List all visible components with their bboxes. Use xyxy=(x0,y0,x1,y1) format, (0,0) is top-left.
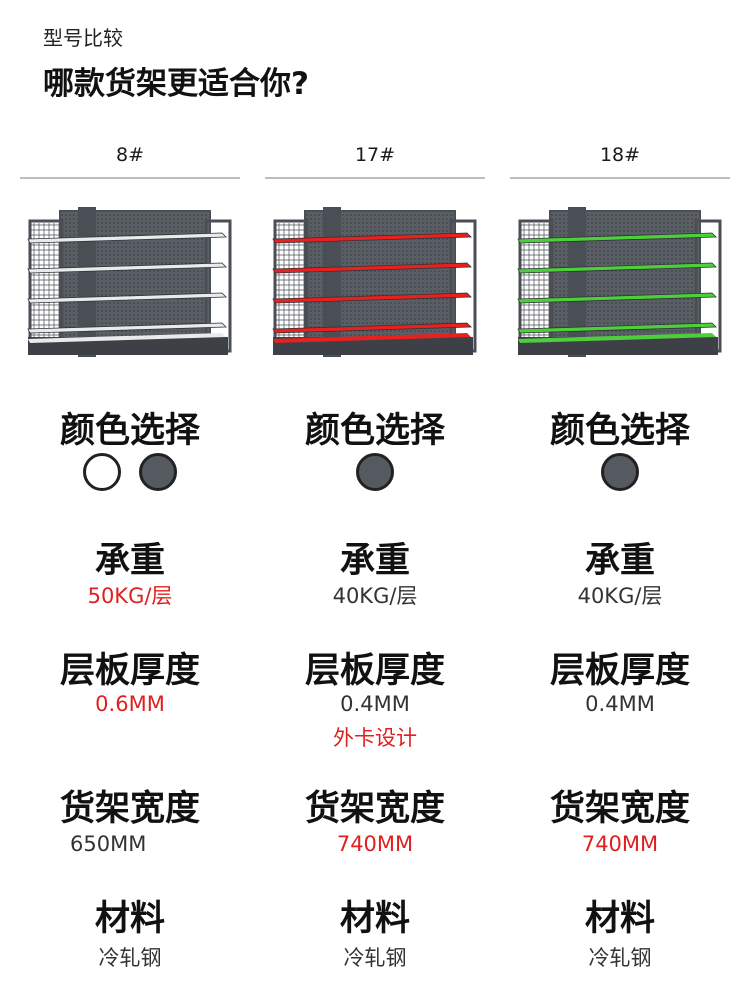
load-label: 承重 xyxy=(339,541,410,581)
color-swatches xyxy=(20,453,240,497)
thickness-value: 0.6MM xyxy=(95,692,165,716)
page-title: 哪款货架更适合你? xyxy=(43,66,309,102)
model-column-8: 8# 颜色选择 承重 50KG/层 层板厚度 0.6MM 货架宽度 650MM … xyxy=(20,140,240,970)
material-value: 冷轧钢 xyxy=(98,946,162,970)
color-swatches xyxy=(510,453,730,497)
shelf-image xyxy=(510,201,730,371)
shelf-image xyxy=(265,201,485,371)
width-value: 650MM xyxy=(70,832,147,856)
color-swatch[interactable] xyxy=(601,453,639,491)
model-column-18: 18# 颜色选择 承重 40KG/层 层板厚度 0.4MM 货架宽度 740MM… xyxy=(510,140,730,970)
color-swatch[interactable] xyxy=(83,453,121,491)
shelf-image xyxy=(20,201,240,371)
color-label: 颜色选择 xyxy=(304,411,445,451)
material-value: 冷轧钢 xyxy=(343,946,407,970)
page-subtitle: 型号比较 xyxy=(43,26,123,50)
divider xyxy=(265,177,485,179)
model-column-17: 17# 颜色选择 承重 40KG/层 层板厚度 0.4MM 外卡设计 货架宽度 … xyxy=(265,140,485,970)
model-name: 18# xyxy=(599,144,641,166)
material-label: 材料 xyxy=(94,899,165,939)
color-swatches xyxy=(265,453,485,497)
load-label: 承重 xyxy=(94,541,165,581)
shelf-illustration xyxy=(27,207,232,357)
thickness-label: 层板厚度 xyxy=(59,651,200,691)
divider xyxy=(20,177,240,179)
shelf-illustration xyxy=(517,207,722,357)
material-value: 冷轧钢 xyxy=(588,946,652,970)
model-name: 8# xyxy=(115,144,144,166)
shelf-illustration xyxy=(272,207,477,357)
load-value: 50KG/层 xyxy=(87,584,173,608)
width-label: 货架宽度 xyxy=(304,789,445,829)
width-label: 货架宽度 xyxy=(549,789,690,829)
thickness-value: 0.4MM xyxy=(585,692,655,716)
thickness-label: 层板厚度 xyxy=(304,651,445,691)
material-label: 材料 xyxy=(339,899,410,939)
width-value: 740MM xyxy=(336,832,414,856)
color-swatch[interactable] xyxy=(139,453,177,491)
color-label: 颜色选择 xyxy=(549,411,690,451)
load-value: 40KG/层 xyxy=(332,584,418,608)
model-name: 17# xyxy=(354,144,396,166)
divider xyxy=(510,177,730,179)
width-label: 货架宽度 xyxy=(59,789,200,829)
color-label: 颜色选择 xyxy=(59,411,200,451)
load-value: 40KG/层 xyxy=(577,584,663,608)
color-swatch[interactable] xyxy=(356,453,394,491)
material-label: 材料 xyxy=(584,899,655,939)
thickness-note: 外卡设计 xyxy=(333,726,417,750)
thickness-value: 0.4MM xyxy=(340,692,410,716)
width-value: 740MM xyxy=(581,832,659,856)
thickness-label: 层板厚度 xyxy=(549,651,690,691)
load-label: 承重 xyxy=(584,541,655,581)
